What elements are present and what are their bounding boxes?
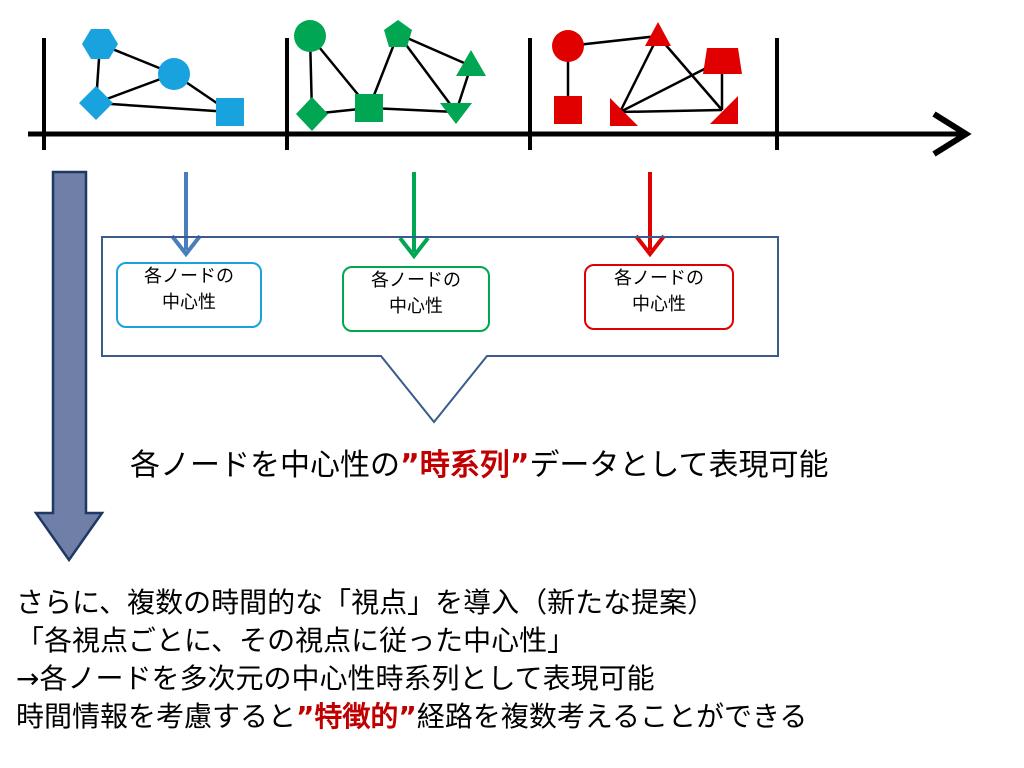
circle-icon (294, 20, 326, 52)
trapezoid-icon (703, 48, 742, 74)
triangle-icon (645, 22, 671, 46)
graph-window-1 (79, 29, 244, 126)
note-text: →各ノードを多次元の中心性時系列として表現可能 (16, 662, 655, 695)
note-text: 「各視点ごとに、その視点に従った中心性」 (16, 624, 576, 657)
summary-caption: 各ノードを中心性の”時系列”データとして表現可能 (130, 446, 1024, 486)
arrow-window-3 (634, 172, 666, 258)
summary-text-before: 各ノードを中心性の (130, 448, 400, 483)
square-icon (355, 94, 383, 122)
square-icon (216, 98, 244, 126)
right-triangle-icon (710, 96, 738, 124)
diamond-icon (296, 97, 328, 131)
centrality-label-line1: 各ノードの (614, 268, 704, 289)
note-line: さらに、複数の時間的な「視点」を導入（新たな提案） (16, 584, 807, 622)
note-text: さらに、複数の時間的な「視点」を導入（新たな提案） (16, 586, 716, 619)
circle-icon (552, 30, 584, 62)
note-text-after: 経路を複数考えることができる (416, 700, 808, 733)
square-icon (554, 96, 582, 124)
callout-box (101, 236, 779, 424)
triangle-icon (456, 50, 486, 76)
note-line: 時間情報を考慮すると”特徴的”経路を複数考えることができる (16, 698, 807, 736)
summary-text-after: データとして表現可能 (529, 448, 829, 483)
note-text-before: 時間情報を考慮すると (16, 700, 297, 733)
right-triangle-icon (610, 98, 638, 126)
centrality-label-line1: 各ノードの (144, 266, 234, 287)
centrality-label-line2: 中心性 (389, 296, 443, 317)
graph-window-2 (294, 20, 486, 131)
hexagon-icon (82, 29, 118, 59)
diamond-icon (79, 86, 113, 120)
centrality-box-2: 各ノードの 中心性 (342, 266, 490, 332)
centrality-box-3: 各ノードの 中心性 (584, 264, 734, 330)
centrality-label-line2: 中心性 (632, 294, 686, 315)
note-line: →各ノードを多次元の中心性時系列として表現可能 (16, 660, 807, 698)
note-line: 「各視点ごとに、その視点に従った中心性」 (16, 622, 807, 660)
graph-window-3 (552, 22, 742, 126)
pentagon-icon (384, 20, 412, 47)
centrality-label-line2: 中心性 (162, 292, 216, 313)
big-down-arrow (33, 170, 105, 563)
arrow-window-1 (170, 172, 202, 258)
arrow-window-2 (398, 172, 430, 260)
centrality-box-1: 各ノードの 中心性 (116, 262, 262, 328)
timeline-axis (28, 38, 972, 157)
note-highlight: ”特徴的” (296, 700, 417, 733)
notes-block: さらに、複数の時間的な「視点」を導入（新たな提案） 「各視点ごとに、その視点に従… (16, 584, 807, 736)
centrality-label-line1: 各ノードの (371, 270, 461, 291)
summary-highlight: ”時系列” (400, 448, 530, 483)
triangle-down-icon (440, 103, 472, 124)
circle-icon (158, 58, 190, 90)
